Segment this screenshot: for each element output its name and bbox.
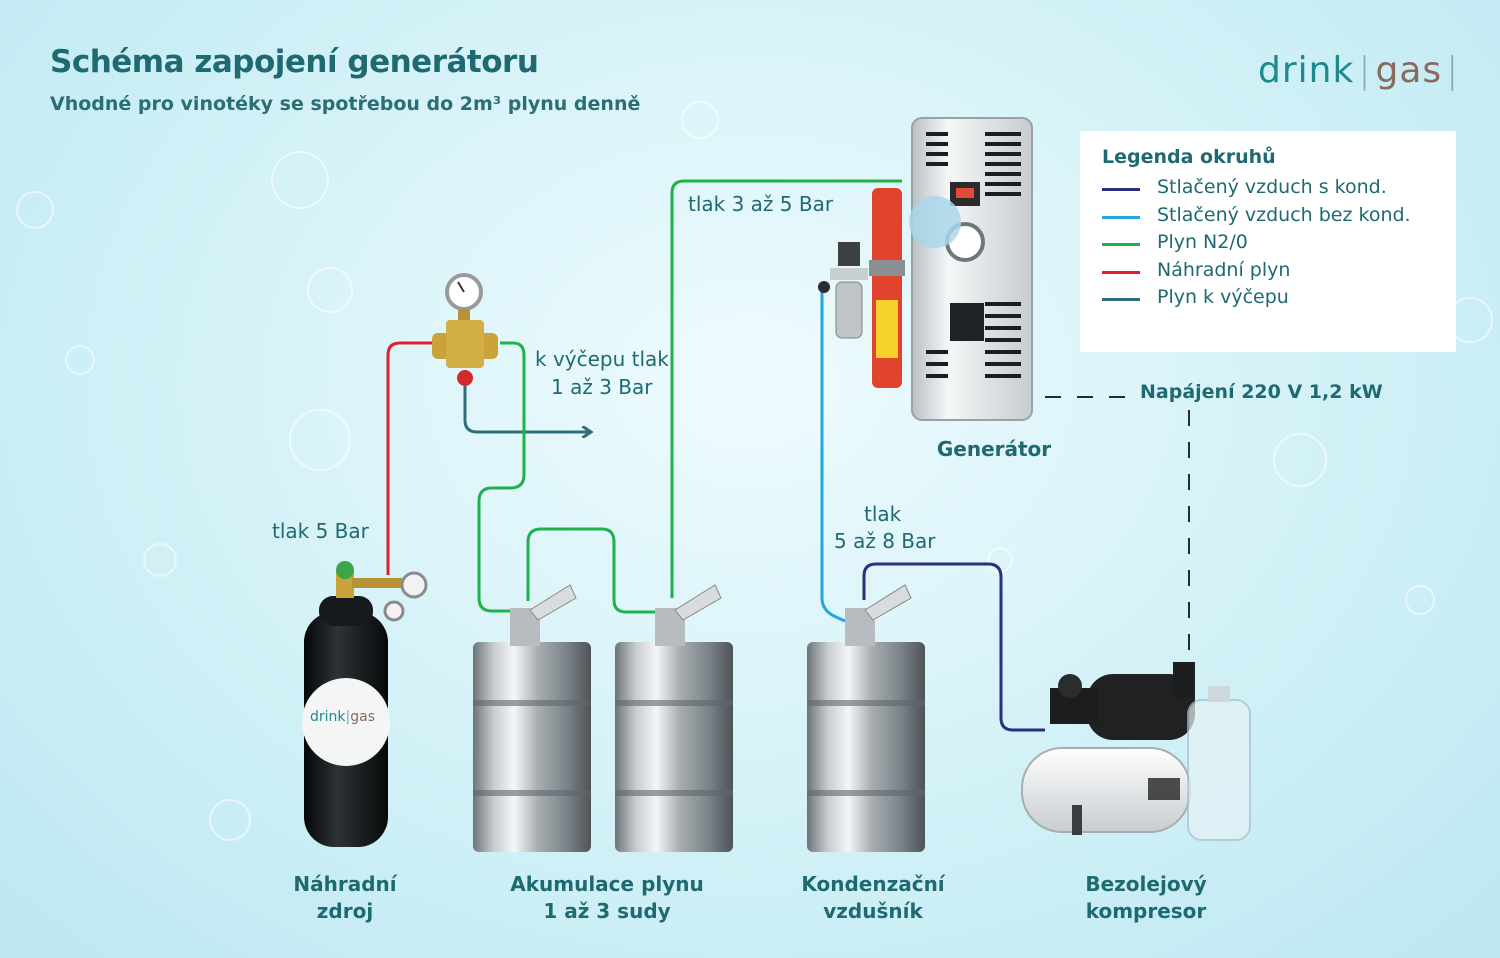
label-power: Napájení 220 V 1,2 kW [1140,381,1383,403]
label-to-tap-line1: k výčepu tlak [535,347,669,371]
legend-label: Náhradní plyn [1157,259,1291,281]
cylinder-logo-gas: gas [350,709,375,725]
logo-part-drink: drink [1258,50,1355,91]
oil-free-compressor [1021,662,1251,841]
label-pressure-5: tlak 5 Bar [272,519,369,543]
legend-swatch [1102,188,1140,191]
cylinder-logo-separator: | [345,709,351,725]
power-cable [1045,396,1190,660]
cylinder-logo-drink: drink [310,709,346,725]
logo-end: | [1446,50,1460,91]
legend-title: Legenda okruhů [1102,146,1276,168]
page-title: Schéma zapojení generátoru [50,44,539,80]
caption-generator: Generátor [936,437,1052,461]
pipe-to-tap [463,385,590,432]
pipe-air-condensate [862,562,1045,732]
legend-item-to-tap: Plyn k výčepu [1102,286,1442,313]
spare-gas-cylinder [302,561,428,847]
label-pressure-3-5: tlak 3 až 5 Bar [688,192,834,216]
keg-condensation [807,584,925,852]
legend-swatch [1102,271,1140,274]
cylinder-logo: drink|gas [310,709,375,725]
logo-part-gas: gas [1375,50,1443,91]
keg-accumulation-1 [473,584,591,852]
legend-item-air-condensate: Stlačený vzduch s kond. [1102,176,1442,203]
pipe-n2-c [670,179,902,598]
nitrogen-generator [818,117,1033,421]
caption-accum-line1: Akumulace plynu [510,872,704,896]
pipe-n2-b [526,527,664,614]
caption-condensation-tank: Kondenzační vzdušník [793,871,953,925]
legend-label: Stlačený vzduch bez kond. [1157,204,1411,226]
caption-cond-line2: vzdušník [823,899,923,923]
keg-accumulation-2 [615,584,733,852]
caption-accumulation: Akumulace plynu 1 až 3 sudy [507,871,707,925]
caption-spare-line1: Náhradní [293,872,397,896]
caption-spare-line2: zdroj [316,899,374,923]
legend-label: Stlačený vzduch s kond. [1157,176,1387,198]
logo-separator: | [1358,50,1372,91]
caption-accum-line2: 1 až 3 sudy [543,899,671,923]
page-subtitle: Vhodné pro vinotéky se spotřebou do 2m³ … [50,93,641,115]
legend-swatch [1102,298,1140,301]
pipe-spare-gas [386,341,433,575]
label-pressure-5-8-line1: tlak [864,502,902,526]
legend-item-air-clean: Stlačený vzduch bez kond. [1102,204,1442,231]
pipe-n2-a [477,341,526,613]
pipe-air-clean [820,285,846,623]
legend-box: Legenda okruhů Stlačený vzduch s kond. S… [1080,131,1456,352]
caption-spare-source: Náhradní zdroj [270,871,420,925]
pipes [386,179,1045,732]
legend-label: Plyn k výčepu [1157,286,1289,308]
label-pressure-5-8-line2: 5 až 8 Bar [834,529,936,553]
label-to-tap-line2: 1 až 3 Bar [551,375,653,399]
caption-compressor: Bezolejový kompresor [1085,872,1207,923]
legend-item-spare-gas: Náhradní plyn [1102,259,1442,286]
legend-item-n2: Plyn N2/0 [1102,231,1442,258]
caption-cond-line1: Kondenzační [801,872,945,896]
legend-swatch [1102,216,1140,219]
brand-logo: drink|gas| [1258,50,1463,91]
legend-swatch [1102,243,1140,246]
pressure-regulator [432,273,498,386]
legend-label: Plyn N2/0 [1157,231,1248,253]
